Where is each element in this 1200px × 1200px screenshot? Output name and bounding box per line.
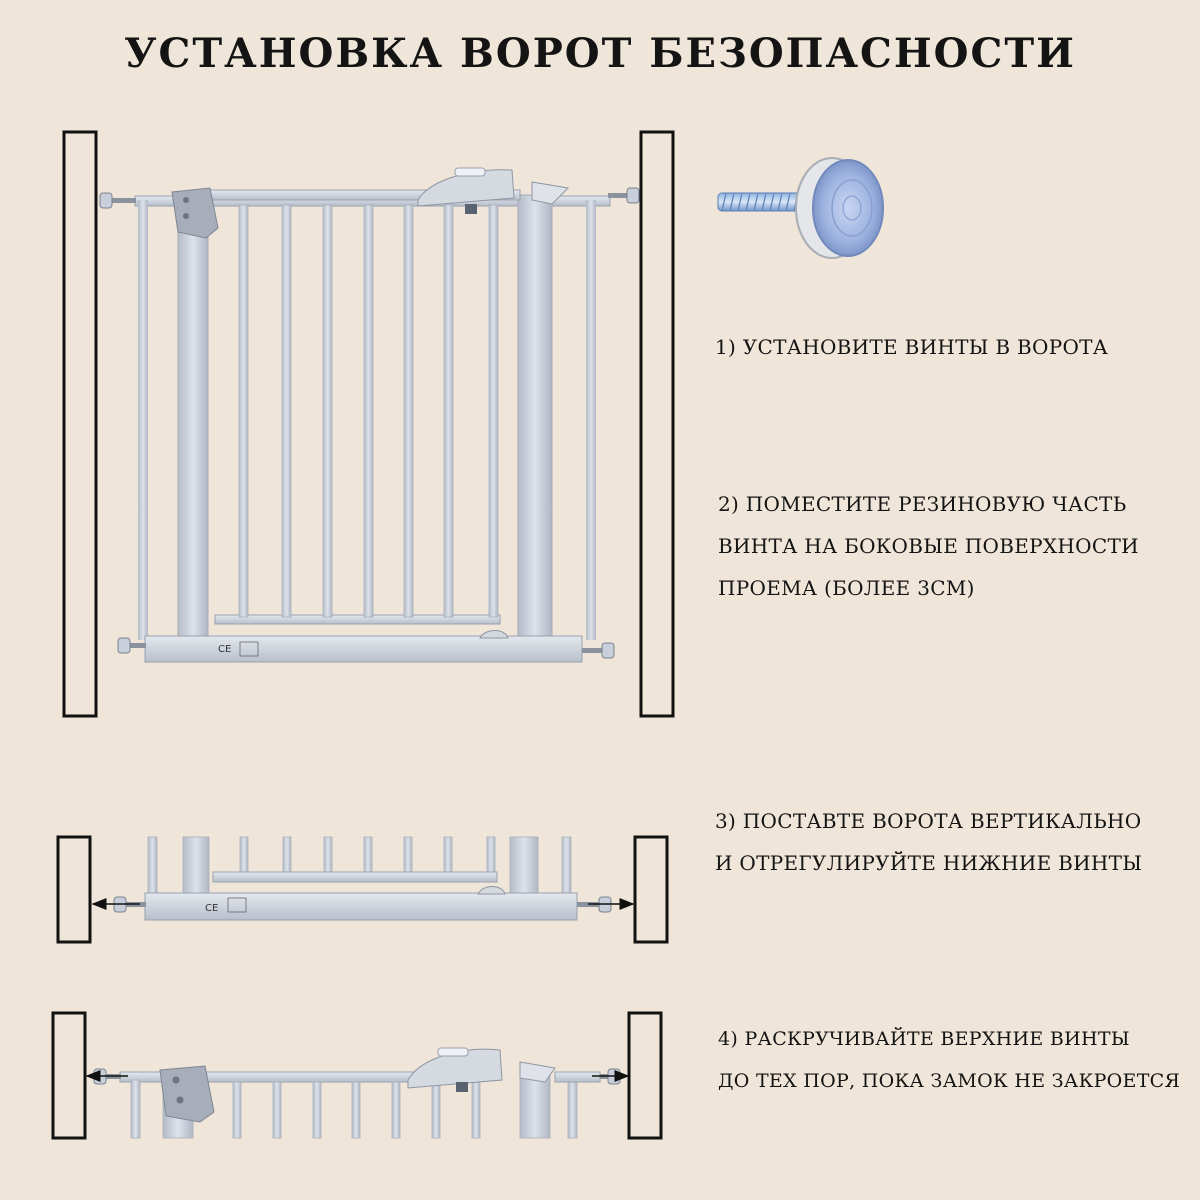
ce-mark: CE — [205, 903, 218, 914]
pressure-screw-top-left — [99, 192, 136, 209]
step-line: 2) ПОМЕСТИТЕ РЕЗИНОВУЮ ЧАСТЬ — [718, 492, 1127, 516]
step-1-text: 1) УСТАНОВИТЕ ВИНТЫ В ВОРОТА — [715, 326, 1108, 368]
right-wall-post — [627, 1011, 663, 1140]
right-wall-post — [633, 835, 669, 944]
pressure-screw-bottom-right — [582, 642, 615, 659]
left-wall-post — [51, 1011, 87, 1140]
ce-mark: CE — [218, 644, 231, 655]
pressure-screw-bottom-left — [117, 637, 146, 654]
pressure-screw-top-right — [608, 187, 640, 204]
left-wall-post — [56, 835, 92, 944]
step-line: ПРОЕМА (БОЛЕЕ 3СМ) — [718, 576, 975, 600]
step-4-text: 4) РАСКРУЧИВАЙТЕ ВЕРХНИЕ ВИНТЫ ДО ТЕХ ПО… — [718, 1018, 1180, 1102]
hinge-bracket — [171, 187, 219, 239]
rubber-screw-icon — [717, 157, 884, 259]
top-screws-figure — [51, 1011, 663, 1140]
step-line: 4) РАСКРУЧИВАЙТЕ ВЕРХНИЕ ВИНТЫ — [718, 1028, 1130, 1050]
page-title: УСТАНОВКА ВОРОТ БЕЗОПАСНОСТИ — [124, 30, 1076, 77]
step-line: ВИНТА НА БОКОВЫЕ ПОВЕРХНОСТИ — [718, 534, 1139, 558]
step-line: И ОТРЕГУЛИРУЙТЕ НИЖНИЕ ВИНТЫ — [715, 851, 1143, 875]
right-wall-post — [639, 130, 675, 718]
step-line: ДО ТЕХ ПОР, ПОКА ЗАМОК НЕ ЗАКРОЕТСЯ — [718, 1070, 1181, 1092]
bottom-rail — [144, 635, 583, 663]
left-wall-post — [62, 130, 98, 718]
step-2-text: 2) ПОМЕСТИТЕ РЕЗИНОВУЮ ЧАСТЬ ВИНТА НА БО… — [718, 483, 1139, 609]
step-3-text: 3) ПОСТАВТЕ ВОРОТА ВЕРТИКАЛЬНО И ОТРЕГУЛ… — [715, 800, 1142, 884]
step-line: 1) УСТАНОВИТЕ ВИНТЫ В ВОРОТА — [715, 335, 1109, 359]
step-line: 3) ПОСТАВТЕ ВОРОТА ВЕРТИКАЛЬНО — [715, 809, 1142, 833]
bottom-screws-figure: CE — [56, 835, 669, 944]
full-gate-figure: CE — [62, 130, 675, 718]
